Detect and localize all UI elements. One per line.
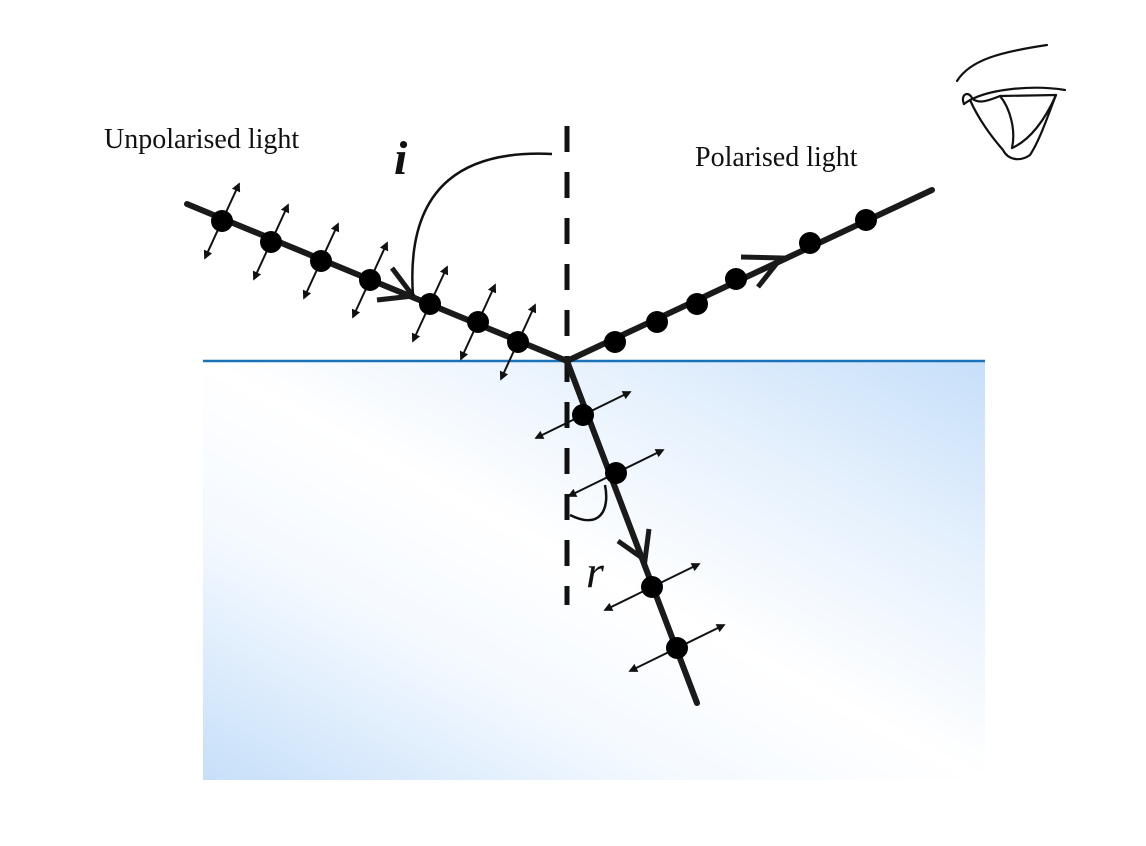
- polarisation-dot: [419, 293, 441, 315]
- polarisation-dot: [604, 331, 626, 353]
- polarisation-dot: [725, 268, 747, 290]
- polarisation-dot: [359, 269, 381, 291]
- angle-i-label: i: [394, 132, 408, 185]
- polarisation-dot: [507, 331, 529, 353]
- polarisation-dot: [855, 209, 877, 231]
- polarisation-dot: [310, 250, 332, 272]
- polarisation-dot: [641, 576, 663, 598]
- refracted-direction-arrowhead: [616, 528, 652, 565]
- reflected-polarisation-markers: [604, 209, 877, 353]
- refracted-polarisation-markers: [534, 391, 726, 672]
- incident-polarisation-markers: [203, 182, 537, 381]
- polarisation-dot: [686, 293, 708, 315]
- polarisation-dot: [467, 311, 489, 333]
- angle-r-arc: [569, 484, 608, 522]
- angle-r-label: r: [586, 546, 605, 597]
- polarisation-dot: [799, 232, 821, 254]
- eye-icon: [955, 43, 1067, 161]
- angle-i-arc: [411, 152, 553, 297]
- polarisation-dot: [211, 210, 233, 232]
- reflected-direction-arrowhead: [740, 254, 787, 289]
- polarisation-dot: [572, 404, 594, 426]
- polarisation-dot: [646, 311, 668, 333]
- polarisation-dot: [666, 637, 688, 659]
- polarisation-dot: [260, 231, 282, 253]
- unpolarised-light-label: Unpolarised light: [104, 124, 299, 155]
- polarisation-dot: [605, 462, 627, 484]
- polarised-light-label: Polarised light: [695, 142, 858, 173]
